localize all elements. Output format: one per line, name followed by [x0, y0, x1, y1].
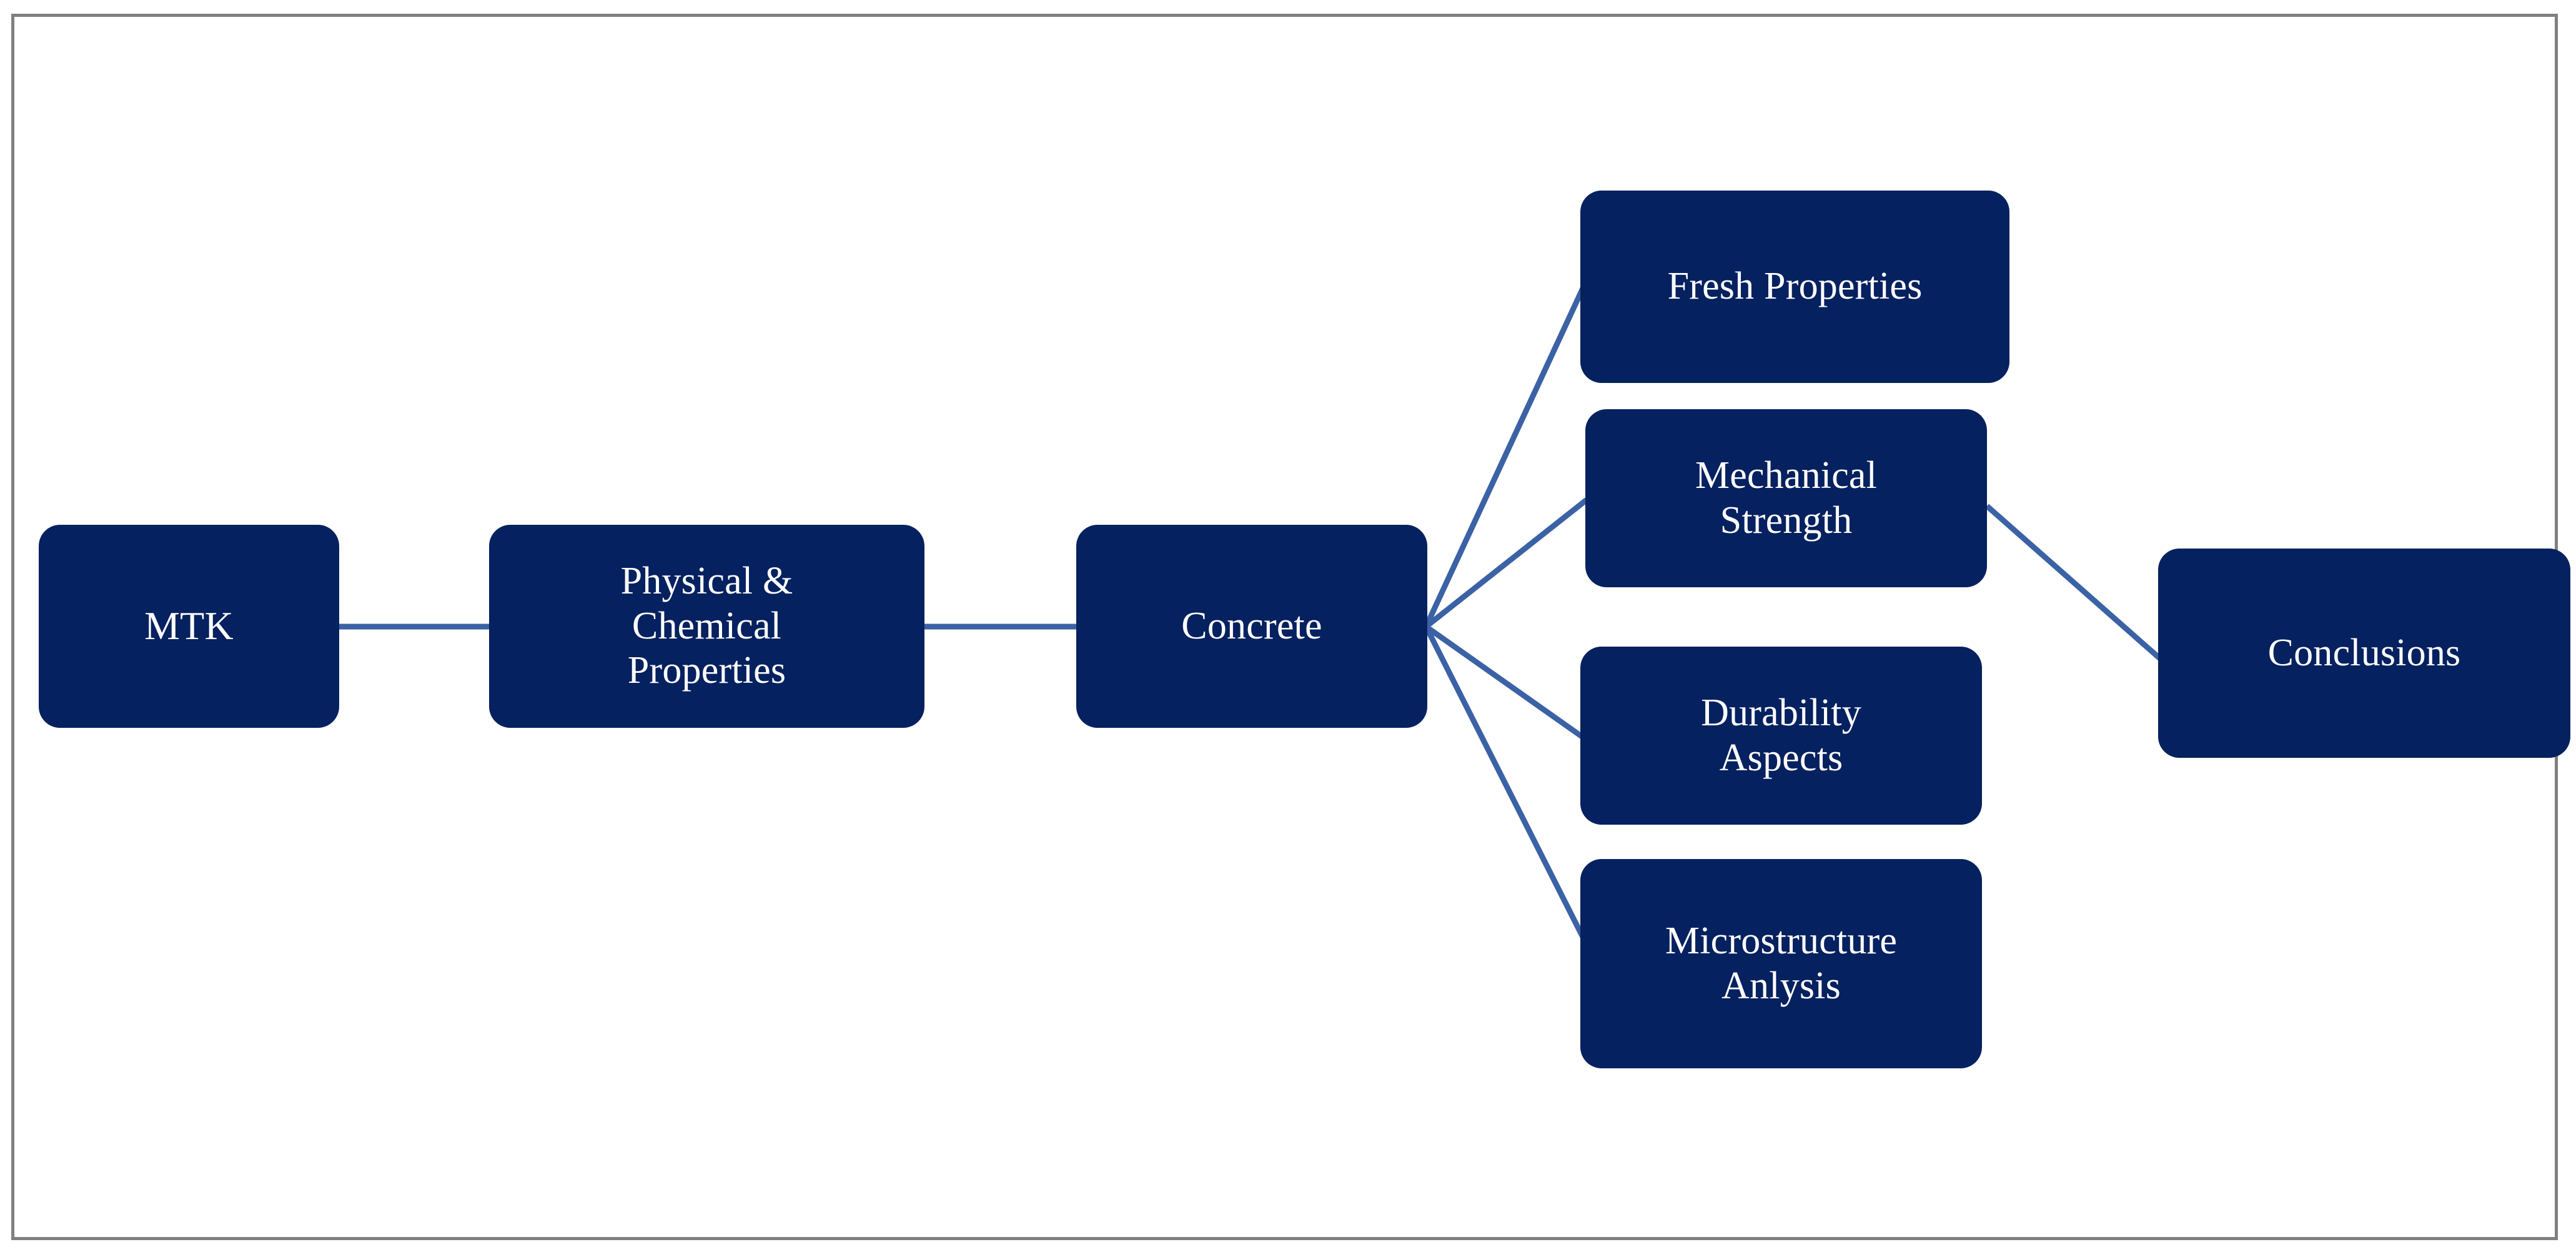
node-mechanical-strength[interactable]: Mechanical Strength: [1585, 409, 1987, 587]
node-label-physical-chemical-properties: Physical & Chemical Properties: [620, 559, 793, 692]
node-label-durability-aspects: Durability Aspects: [1701, 691, 1861, 779]
node-label-microstructure-anlysis: Microstructure Anlysis: [1665, 919, 1898, 1007]
node-label-conclusions: Conclusions: [2267, 631, 2461, 674]
node-durability-aspects[interactable]: Durability Aspects: [1580, 647, 1982, 825]
node-label-mechanical-strength: Mechanical Strength: [1695, 454, 1878, 542]
node-microstructure-anlysis[interactable]: Microstructure Anlysis: [1580, 859, 1982, 1068]
node-fresh-properties[interactable]: Fresh Properties: [1580, 191, 2009, 383]
node-mtk[interactable]: MTK: [39, 525, 339, 728]
node-label-fresh-properties: Fresh Properties: [1667, 265, 1923, 308]
node-label-concrete: Concrete: [1181, 604, 1322, 647]
node-concrete[interactable]: Concrete: [1076, 525, 1427, 728]
node-label-mtk: MTK: [144, 604, 234, 648]
node-conclusions[interactable]: Conclusions: [2158, 549, 2570, 758]
node-physical-chemical-properties[interactable]: Physical & Chemical Properties: [489, 525, 924, 728]
